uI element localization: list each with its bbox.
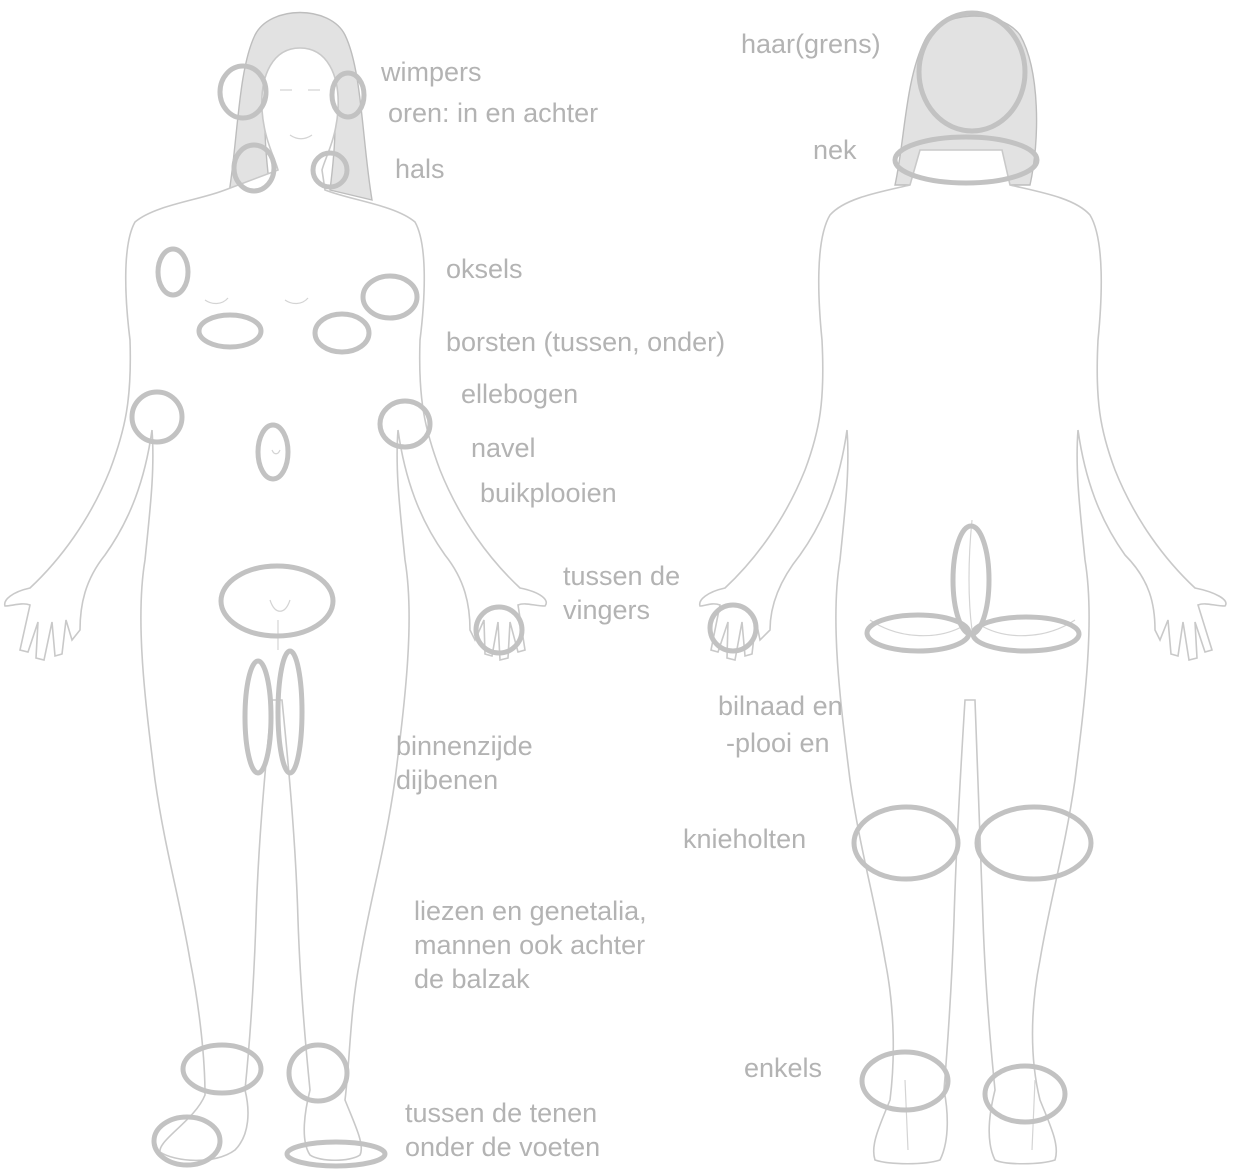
label-wimpers: wimpers (381, 55, 482, 89)
label-tenen-1: tussen de tenen (405, 1096, 597, 1130)
label-buikplooien: buikplooien (480, 476, 617, 510)
label-nek: nek (813, 133, 857, 167)
back-body (700, 150, 1226, 1164)
label-liezen-1: liezen en genetalia, (414, 894, 647, 928)
label-haargrens: haar(grens) (741, 27, 881, 61)
back-figure (700, 16, 1226, 1164)
label-dijbenen-1: binnenzijde (396, 729, 533, 763)
label-tenen-2: onder de voeten (405, 1130, 600, 1164)
label-bilnaad-1: bilnaad en (718, 689, 843, 723)
label-vingers-1: tussen de (563, 559, 680, 593)
label-oren: oren: in en achter (388, 96, 598, 130)
label-knieholten: knieholten (683, 822, 806, 856)
label-bilnaad-2: -plooi en (726, 726, 830, 760)
label-borsten: borsten (tussen, onder) (446, 325, 725, 359)
label-navel: navel (471, 431, 536, 465)
label-dijbenen-2: dijbenen (396, 763, 498, 797)
label-hals: hals (395, 152, 445, 186)
label-liezen-2: mannen ook achter (414, 928, 645, 962)
label-liezen-3: de balzak (414, 962, 530, 996)
label-enkels: enkels (744, 1051, 822, 1085)
label-vingers-2: vingers (563, 593, 650, 627)
label-ellebogen: ellebogen (461, 377, 578, 411)
label-oksels: oksels (446, 252, 523, 286)
